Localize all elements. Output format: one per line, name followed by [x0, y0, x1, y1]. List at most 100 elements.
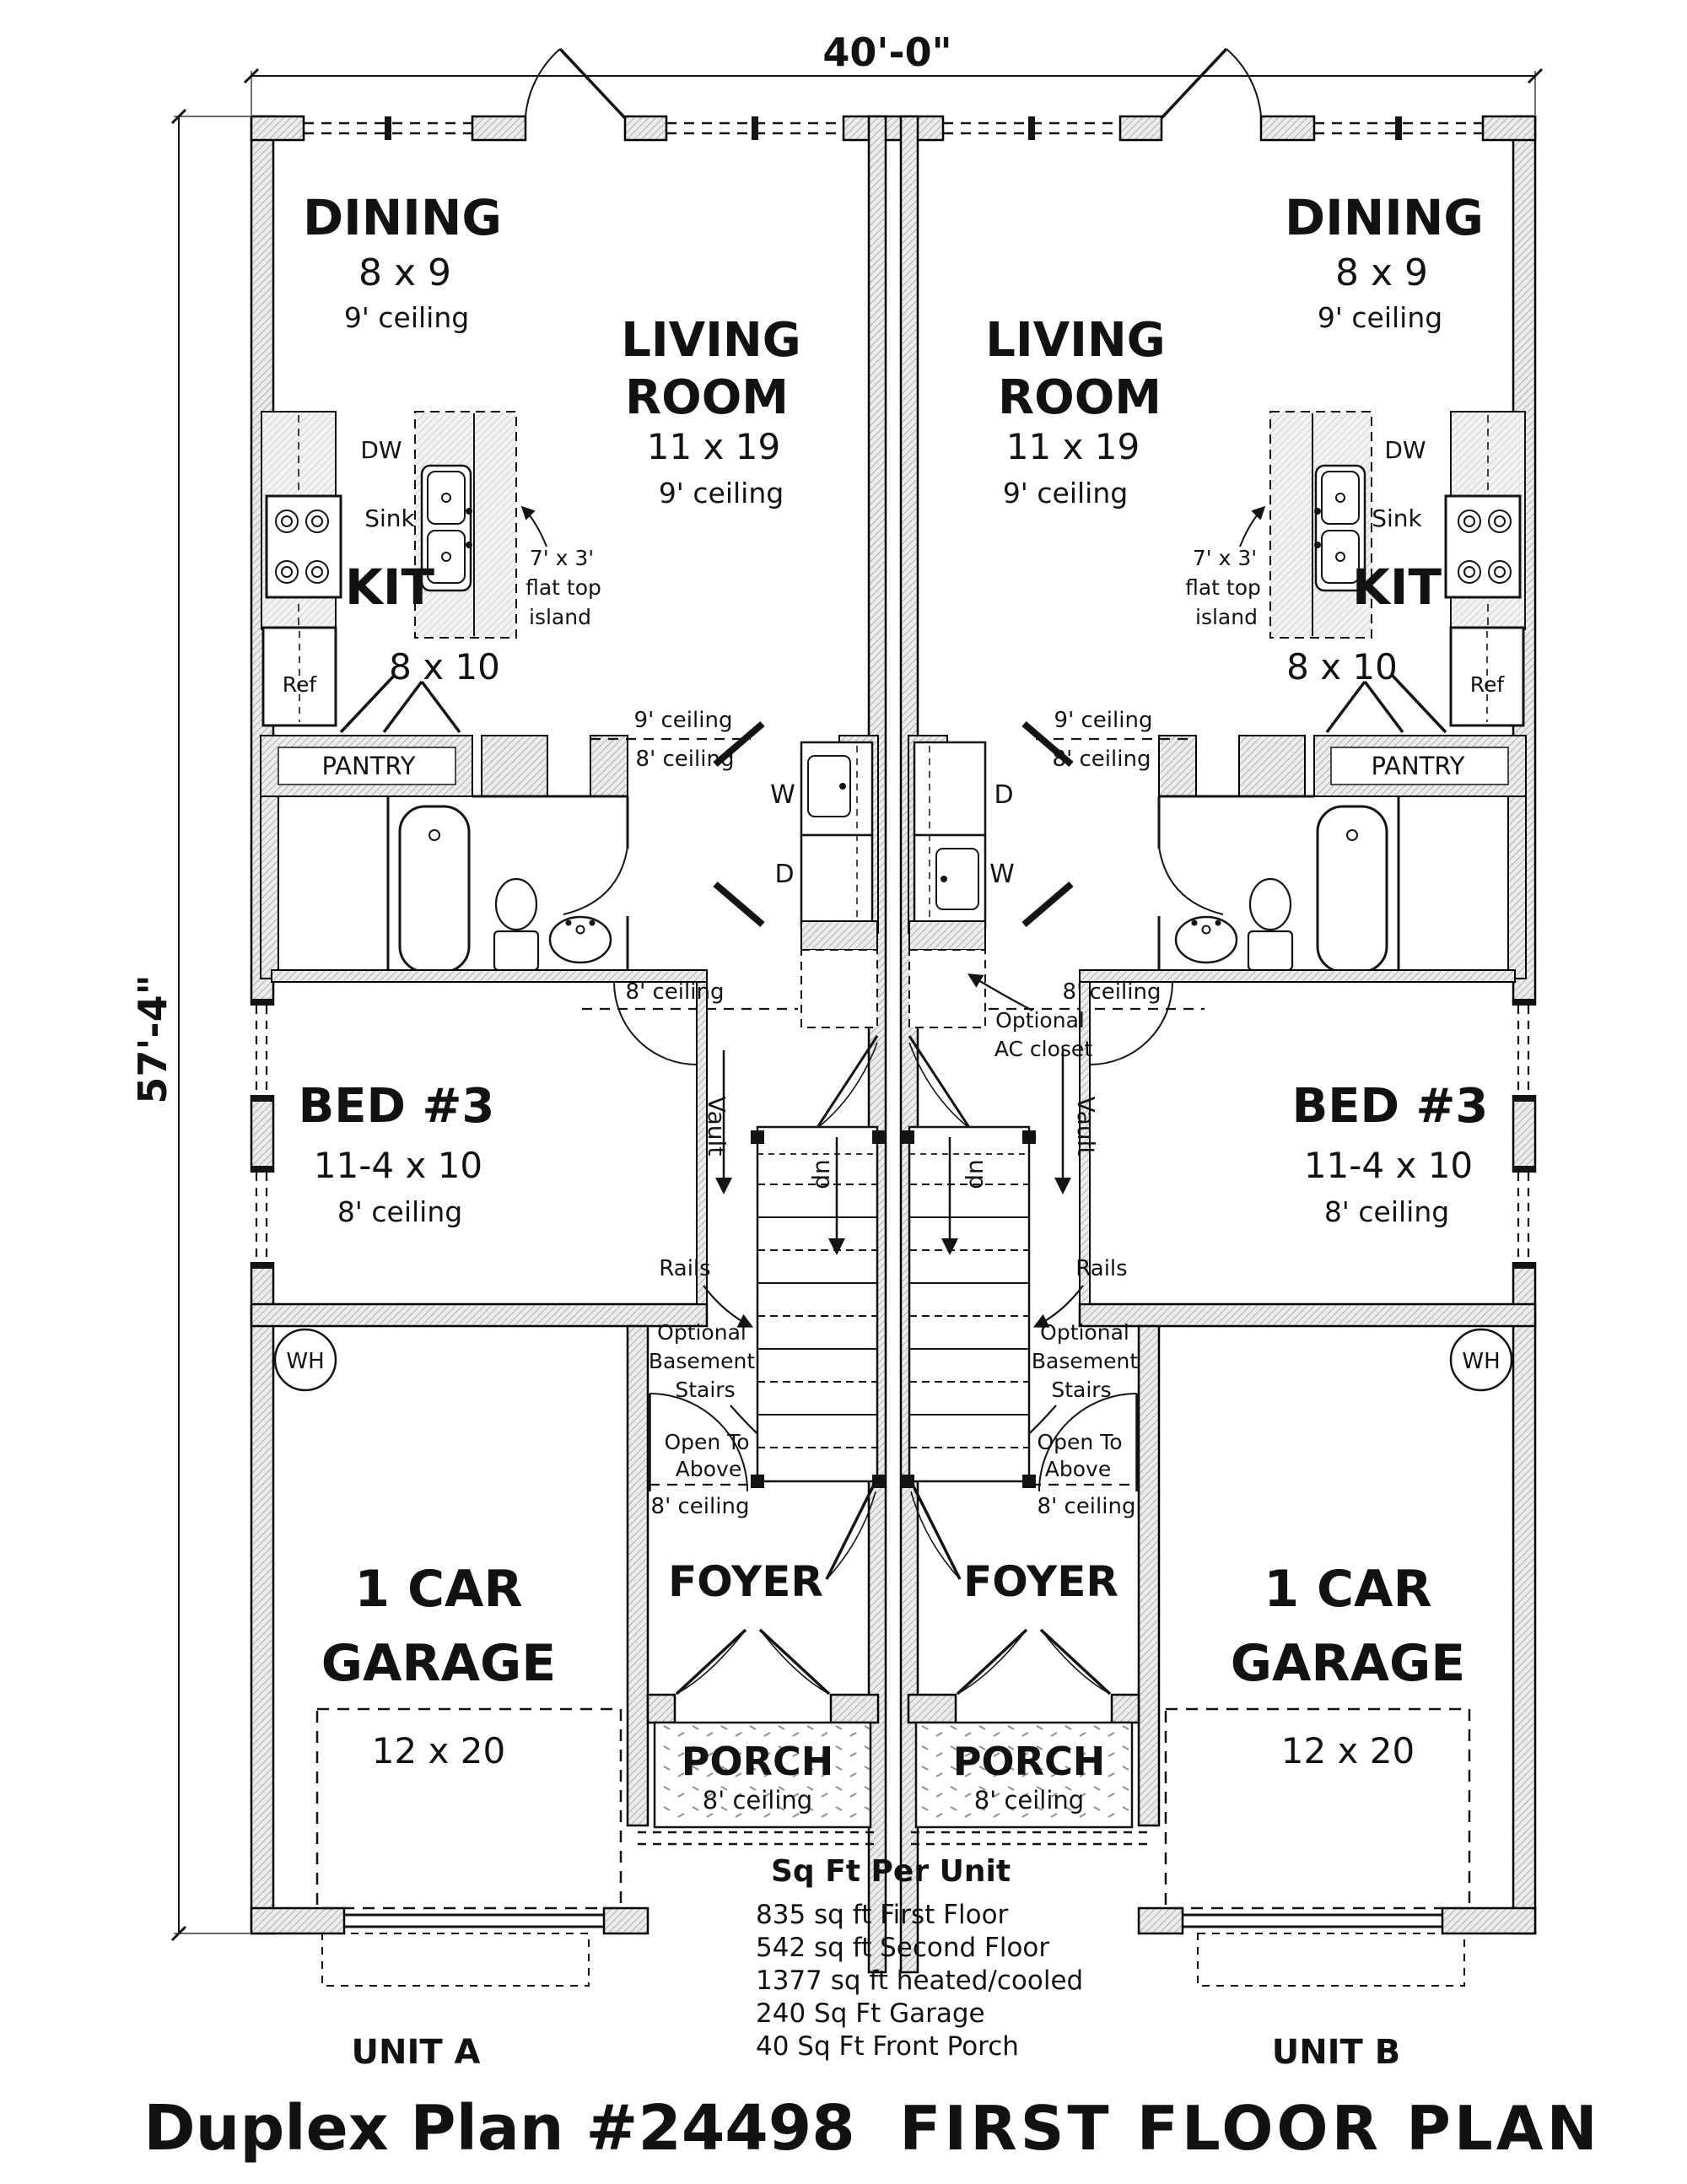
- dining-b-size: 8 x 9: [1335, 251, 1428, 294]
- garage-b-2: GARAGE: [1231, 1634, 1466, 1693]
- vault-a: Vault: [703, 1097, 730, 1157]
- garage-a-2: GARAGE: [321, 1634, 557, 1693]
- dim-height: 57'-4": [130, 974, 175, 1103]
- bed3-b-ceiling: 8' ceiling: [1324, 1195, 1449, 1228]
- kit-b: KIT: [1352, 558, 1442, 616]
- tub-b: [1316, 805, 1388, 973]
- living-a-2: ROOM: [625, 370, 789, 425]
- bsmt-a-3: Stairs: [675, 1378, 735, 1402]
- wh-b: WH: [1462, 1349, 1500, 1374]
- dining-b: DINING: [1285, 189, 1484, 246]
- bsmt-a-1: Optional: [657, 1320, 746, 1345]
- bed3-b-size: 11-4 x 10: [1304, 1145, 1473, 1186]
- ac-b-2: AC closet: [994, 1037, 1092, 1061]
- ceiling8-a: 8' ceiling: [636, 747, 735, 772]
- hall-ceiling8-b: 8' ceiling: [1063, 979, 1161, 1005]
- dining-a: DINING: [303, 189, 502, 246]
- title-block: Duplex Plan #24498 FIRST FLOOR PLAN: [143, 2092, 1601, 2165]
- ceiling8-b: 8' ceiling: [1053, 747, 1151, 772]
- wh-a: WH: [286, 1349, 324, 1374]
- ceiling9-a: 9' ceiling: [634, 708, 733, 733]
- ref-a: Ref: [283, 672, 318, 697]
- stove-a: [265, 494, 342, 599]
- stairs-b: [901, 1125, 1036, 1488]
- top-wall-windows: [304, 116, 1483, 140]
- ac-b-1: Optional: [995, 1008, 1085, 1033]
- labels-unit-b: DINING 8 x 9 9' ceiling LIVING ROOM 11 x…: [953, 189, 1506, 2072]
- hall-a: [582, 920, 879, 1130]
- up-b: up: [964, 1159, 992, 1189]
- sink-a: Sink: [364, 504, 415, 532]
- kitchen-b: [1239, 411, 1526, 727]
- stove-b: [1444, 494, 1522, 599]
- island-b-1: 7' x 3': [1193, 546, 1257, 570]
- pantry-b: [1158, 673, 1527, 797]
- dining-a-ceiling: 9' ceiling: [344, 301, 469, 334]
- living-a-size: 11 x 19: [647, 426, 780, 467]
- sqft-line-3: 1377 sq ft heated/cooled: [756, 1966, 1083, 1996]
- dining-b-ceiling: 9' ceiling: [1318, 301, 1442, 334]
- island-sink-b: [1314, 464, 1366, 592]
- dw-a: DW: [360, 436, 402, 464]
- porch-b: PORCH: [953, 1739, 1106, 1784]
- hall-b: [908, 920, 1205, 1130]
- side-wall-windows: [250, 999, 1537, 1269]
- foyer-ceiling8-a: 8' ceiling: [651, 1494, 750, 1519]
- stairs-a: [751, 1125, 886, 1488]
- pantry-a-label: PANTRY: [322, 752, 416, 780]
- bed3-a-ceiling: 8' ceiling: [337, 1195, 462, 1228]
- sqft-notes: Sq Ft Per Unit 835 sq ft First Floor 542…: [756, 1854, 1083, 2062]
- pantry-a: [260, 673, 628, 797]
- foyer-ceiling8-b: 8' ceiling: [1038, 1494, 1136, 1519]
- exterior-walls: [250, 115, 1537, 1974]
- water-heater-a: [273, 1328, 337, 1392]
- ref-b: Ref: [1470, 672, 1506, 697]
- sqft-line-5: 40 Sq Ft Front Porch: [756, 2031, 1019, 2062]
- dimension-lines: [170, 67, 1544, 1942]
- kit-a-size: 8 x 10: [389, 646, 500, 688]
- laundry-b: [908, 720, 1196, 934]
- island-a-2: flat top: [526, 575, 601, 600]
- sink-b: Sink: [1372, 504, 1422, 532]
- bath-a: [260, 795, 629, 980]
- pantry-b-label: PANTRY: [1372, 752, 1465, 780]
- bsmt-a-2: Basement: [649, 1349, 755, 1373]
- sheet-title: FIRST FLOOR PLAN: [899, 2093, 1601, 2164]
- open-a-1: Open To: [664, 1430, 749, 1454]
- foyer-a-doors: [648, 1393, 876, 1696]
- dryer-b: D: [994, 780, 1013, 810]
- bsmt-b-3: Stairs: [1051, 1378, 1111, 1402]
- toilet-b: [1248, 877, 1292, 931]
- foyer-a: FOYER: [668, 1557, 823, 1606]
- dim-width: 40'-0": [822, 30, 951, 75]
- foyer-b-doors: [910, 1393, 1139, 1696]
- unit-b-label: UNIT B: [1272, 2033, 1401, 2072]
- porch-a-ceiling: 8' ceiling: [703, 1786, 812, 1815]
- hall-ceiling8-a: 8' ceiling: [626, 979, 725, 1005]
- dw-b: DW: [1384, 436, 1426, 464]
- bed-a-walls: [271, 969, 708, 1305]
- washer-a: W: [770, 780, 795, 810]
- kit-a: KIT: [345, 558, 435, 616]
- washer-b: W: [989, 860, 1015, 889]
- unit-a: [260, 411, 886, 1987]
- bed3-b: BED #3: [1292, 1079, 1489, 1134]
- porch-a: [638, 1721, 876, 1846]
- up-a: up: [811, 1159, 838, 1189]
- open-b-2: Above: [1045, 1457, 1111, 1481]
- labels-unit-a: DINING 8 x 9 9' ceiling LIVING ROOM 11 x…: [283, 189, 838, 2072]
- vault-b: Vault: [1072, 1097, 1100, 1157]
- open-b-1: Open To: [1037, 1430, 1122, 1454]
- garage-a-1: 1 CAR: [354, 1560, 522, 1619]
- lav-sink-b: [1174, 915, 1238, 964]
- sqft-line-4: 240 Sq Ft Garage: [756, 1998, 985, 2029]
- bsmt-b-1: Optional: [1040, 1320, 1129, 1345]
- bed3-a: BED #3: [299, 1079, 495, 1134]
- living-b-1: LIVING: [985, 313, 1166, 368]
- lav-sink-a: [548, 915, 612, 964]
- island-a-1: 7' x 3': [530, 546, 594, 570]
- dining-a-size: 8 x 9: [358, 251, 451, 294]
- garage-b: [1164, 1328, 1513, 1987]
- living-b-size: 11 x 19: [1006, 426, 1140, 467]
- island-sink-a: [420, 464, 472, 592]
